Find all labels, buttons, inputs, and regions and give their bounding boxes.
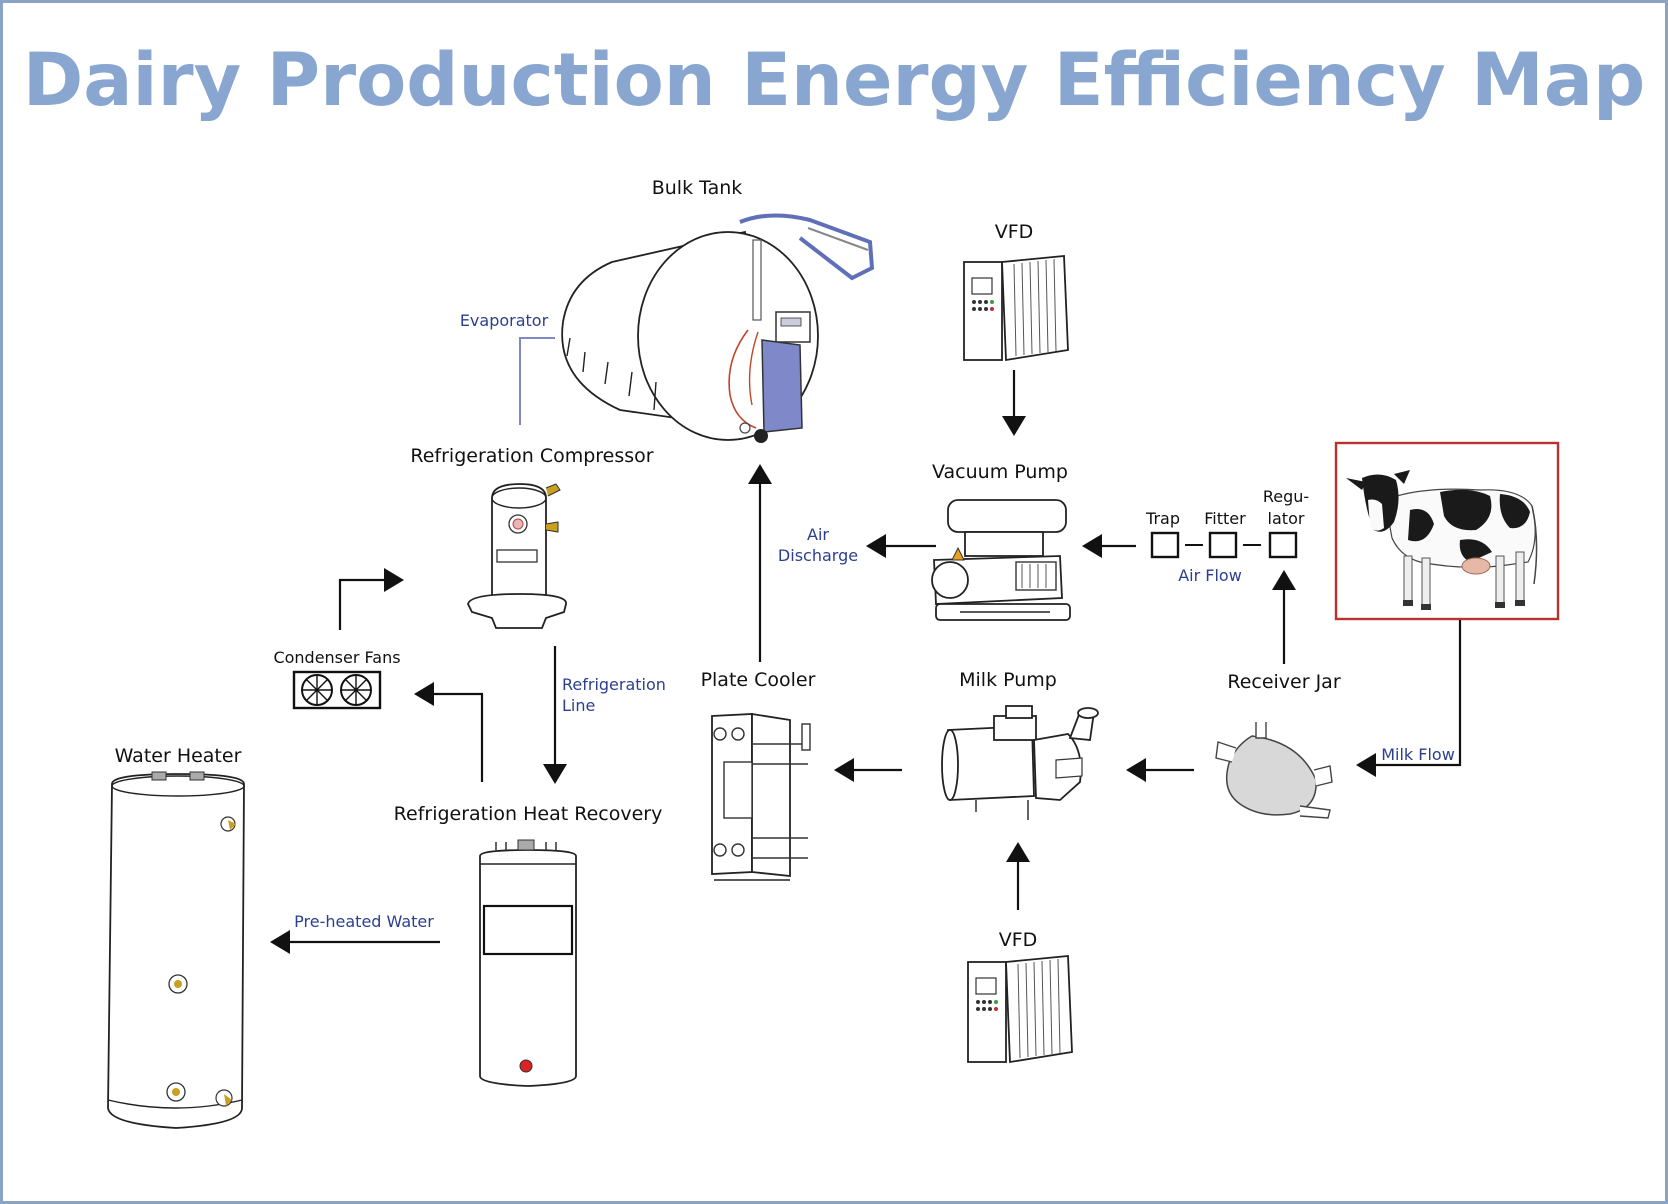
fitter-box: [1208, 531, 1238, 559]
trap-box: [1150, 531, 1180, 559]
label-air-discharge-2: Discharge: [778, 546, 858, 565]
label-condenser-fans: Condenser Fans: [273, 648, 400, 667]
label-preheated-water: Pre-heated Water: [294, 912, 434, 931]
regulator-box: [1268, 531, 1298, 559]
compressor-icon: [467, 483, 567, 629]
label-milk-pump: Milk Pump: [959, 669, 1057, 691]
evaporator-callout-line: [519, 337, 555, 425]
label-regulator-2: lator: [1268, 509, 1305, 528]
vfd-icon: [963, 255, 1069, 362]
cow-image: [1334, 441, 1560, 621]
label-plate-cooler: Plate Cooler: [701, 669, 816, 691]
vfd-icon: [967, 955, 1073, 1064]
water-heater-icon: [107, 771, 245, 1129]
label-refrigeration-heat-recovery: Refrigeration Heat Recovery: [394, 803, 663, 825]
air-flow-components: [1150, 531, 1298, 559]
label-air-discharge-1: Air: [807, 525, 829, 544]
receiver-jar-icon: [1215, 722, 1333, 819]
label-water-heater: Water Heater: [115, 745, 242, 767]
label-regulator-1: Regu-: [1263, 487, 1309, 506]
label-evaporator: Evaporator: [460, 311, 549, 330]
milk-pump-icon: [941, 705, 1099, 820]
condenser-fans-icon: [292, 670, 382, 710]
vacuum-pump-icon: [931, 499, 1071, 621]
label-vfd-top: VFD: [995, 221, 1034, 243]
label-refrigeration-line-1: Refrigeration: [562, 675, 666, 694]
label-vfd-bottom: VFD: [999, 929, 1038, 951]
plate-cooler-icon: [711, 712, 811, 881]
page-title: Dairy Production Energy Efficiency Map: [22, 38, 1646, 123]
flow-lines: [270, 370, 1462, 954]
label-vacuum-pump: Vacuum Pump: [932, 461, 1068, 483]
label-trap: Trap: [1145, 509, 1180, 528]
label-refrigeration-compressor: Refrigeration Compressor: [410, 445, 653, 467]
label-bulk-tank: Bulk Tank: [652, 177, 743, 199]
label-refrigeration-line-2: Line: [562, 696, 595, 715]
heat-recovery-tank-icon: [479, 839, 577, 1087]
bulk-tank-icon: [561, 213, 875, 443]
label-receiver-jar: Receiver Jar: [1227, 671, 1340, 693]
label-milk-flow: Milk Flow: [1381, 745, 1455, 764]
label-fitter: Fitter: [1204, 509, 1246, 528]
label-air-flow: Air Flow: [1178, 566, 1242, 585]
